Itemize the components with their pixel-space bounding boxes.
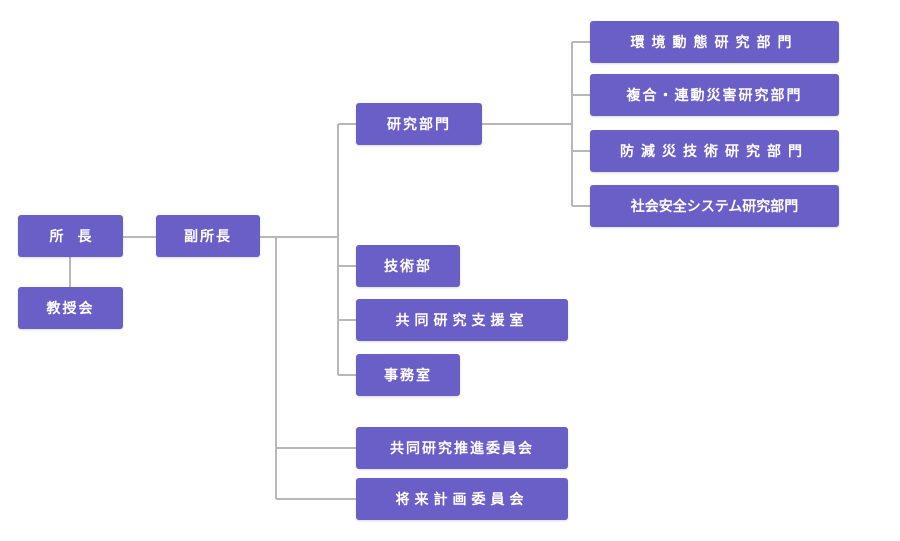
technical-department-box: 技術部	[356, 245, 460, 287]
joint-research-committee-box: 共同研究推進委員会	[356, 427, 568, 469]
director-box: 所 長	[18, 215, 123, 257]
division-box: 社会安全システム研究部門	[590, 185, 839, 227]
joint-research-support-office-box: 共同研究支援室	[356, 299, 568, 341]
research-divisions-box: 研究部門	[356, 103, 482, 145]
division-box: 防減災技術研究部門	[590, 130, 839, 172]
deputy-director-box: 副所長	[156, 215, 260, 257]
faculty-council-box: 教授会	[18, 287, 123, 329]
division-box: 環境動態研究部門	[590, 21, 839, 63]
future-planning-committee-box: 将来計画委員会	[356, 478, 568, 520]
division-box: 複合・連動災害研究部門	[590, 74, 839, 116]
administration-office-box: 事務室	[356, 354, 460, 396]
